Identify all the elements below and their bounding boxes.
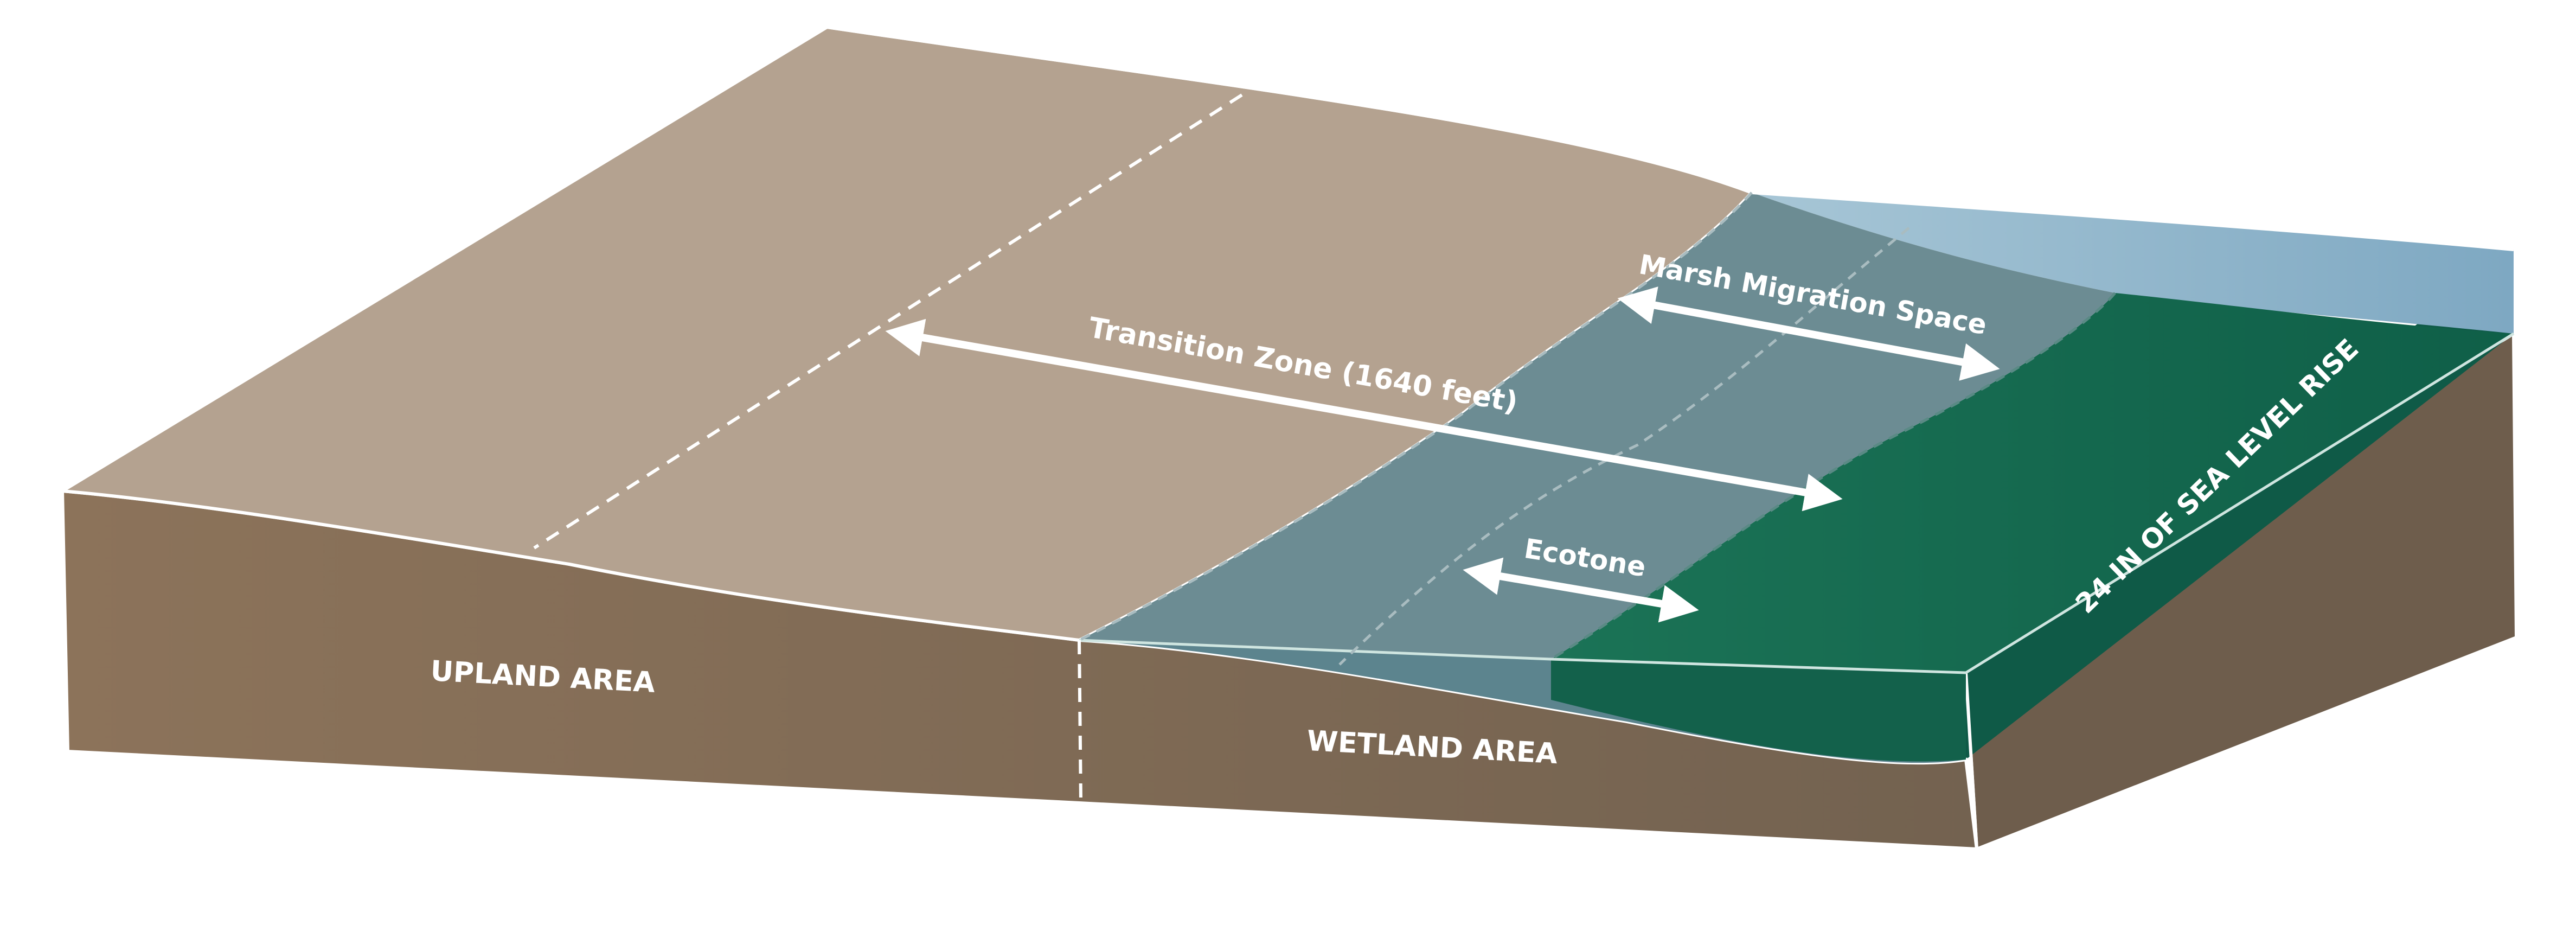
water-surface — [1752, 193, 2514, 334]
upland-dashed-boundary — [533, 93, 1243, 550]
right-edge-line — [1964, 672, 1978, 850]
top-face-back-edge — [826, 25, 2514, 251]
front-marsh-green — [1551, 659, 1966, 762]
top-face-front-edge — [1079, 332, 2515, 674]
transition-zone-arrow — [885, 318, 1843, 512]
marsh-migration-arrow — [1617, 286, 2000, 381]
front-dashed-boundary — [1078, 640, 1082, 802]
marsh-surface — [1551, 293, 2514, 673]
ecotone-arrow — [1463, 557, 1699, 623]
